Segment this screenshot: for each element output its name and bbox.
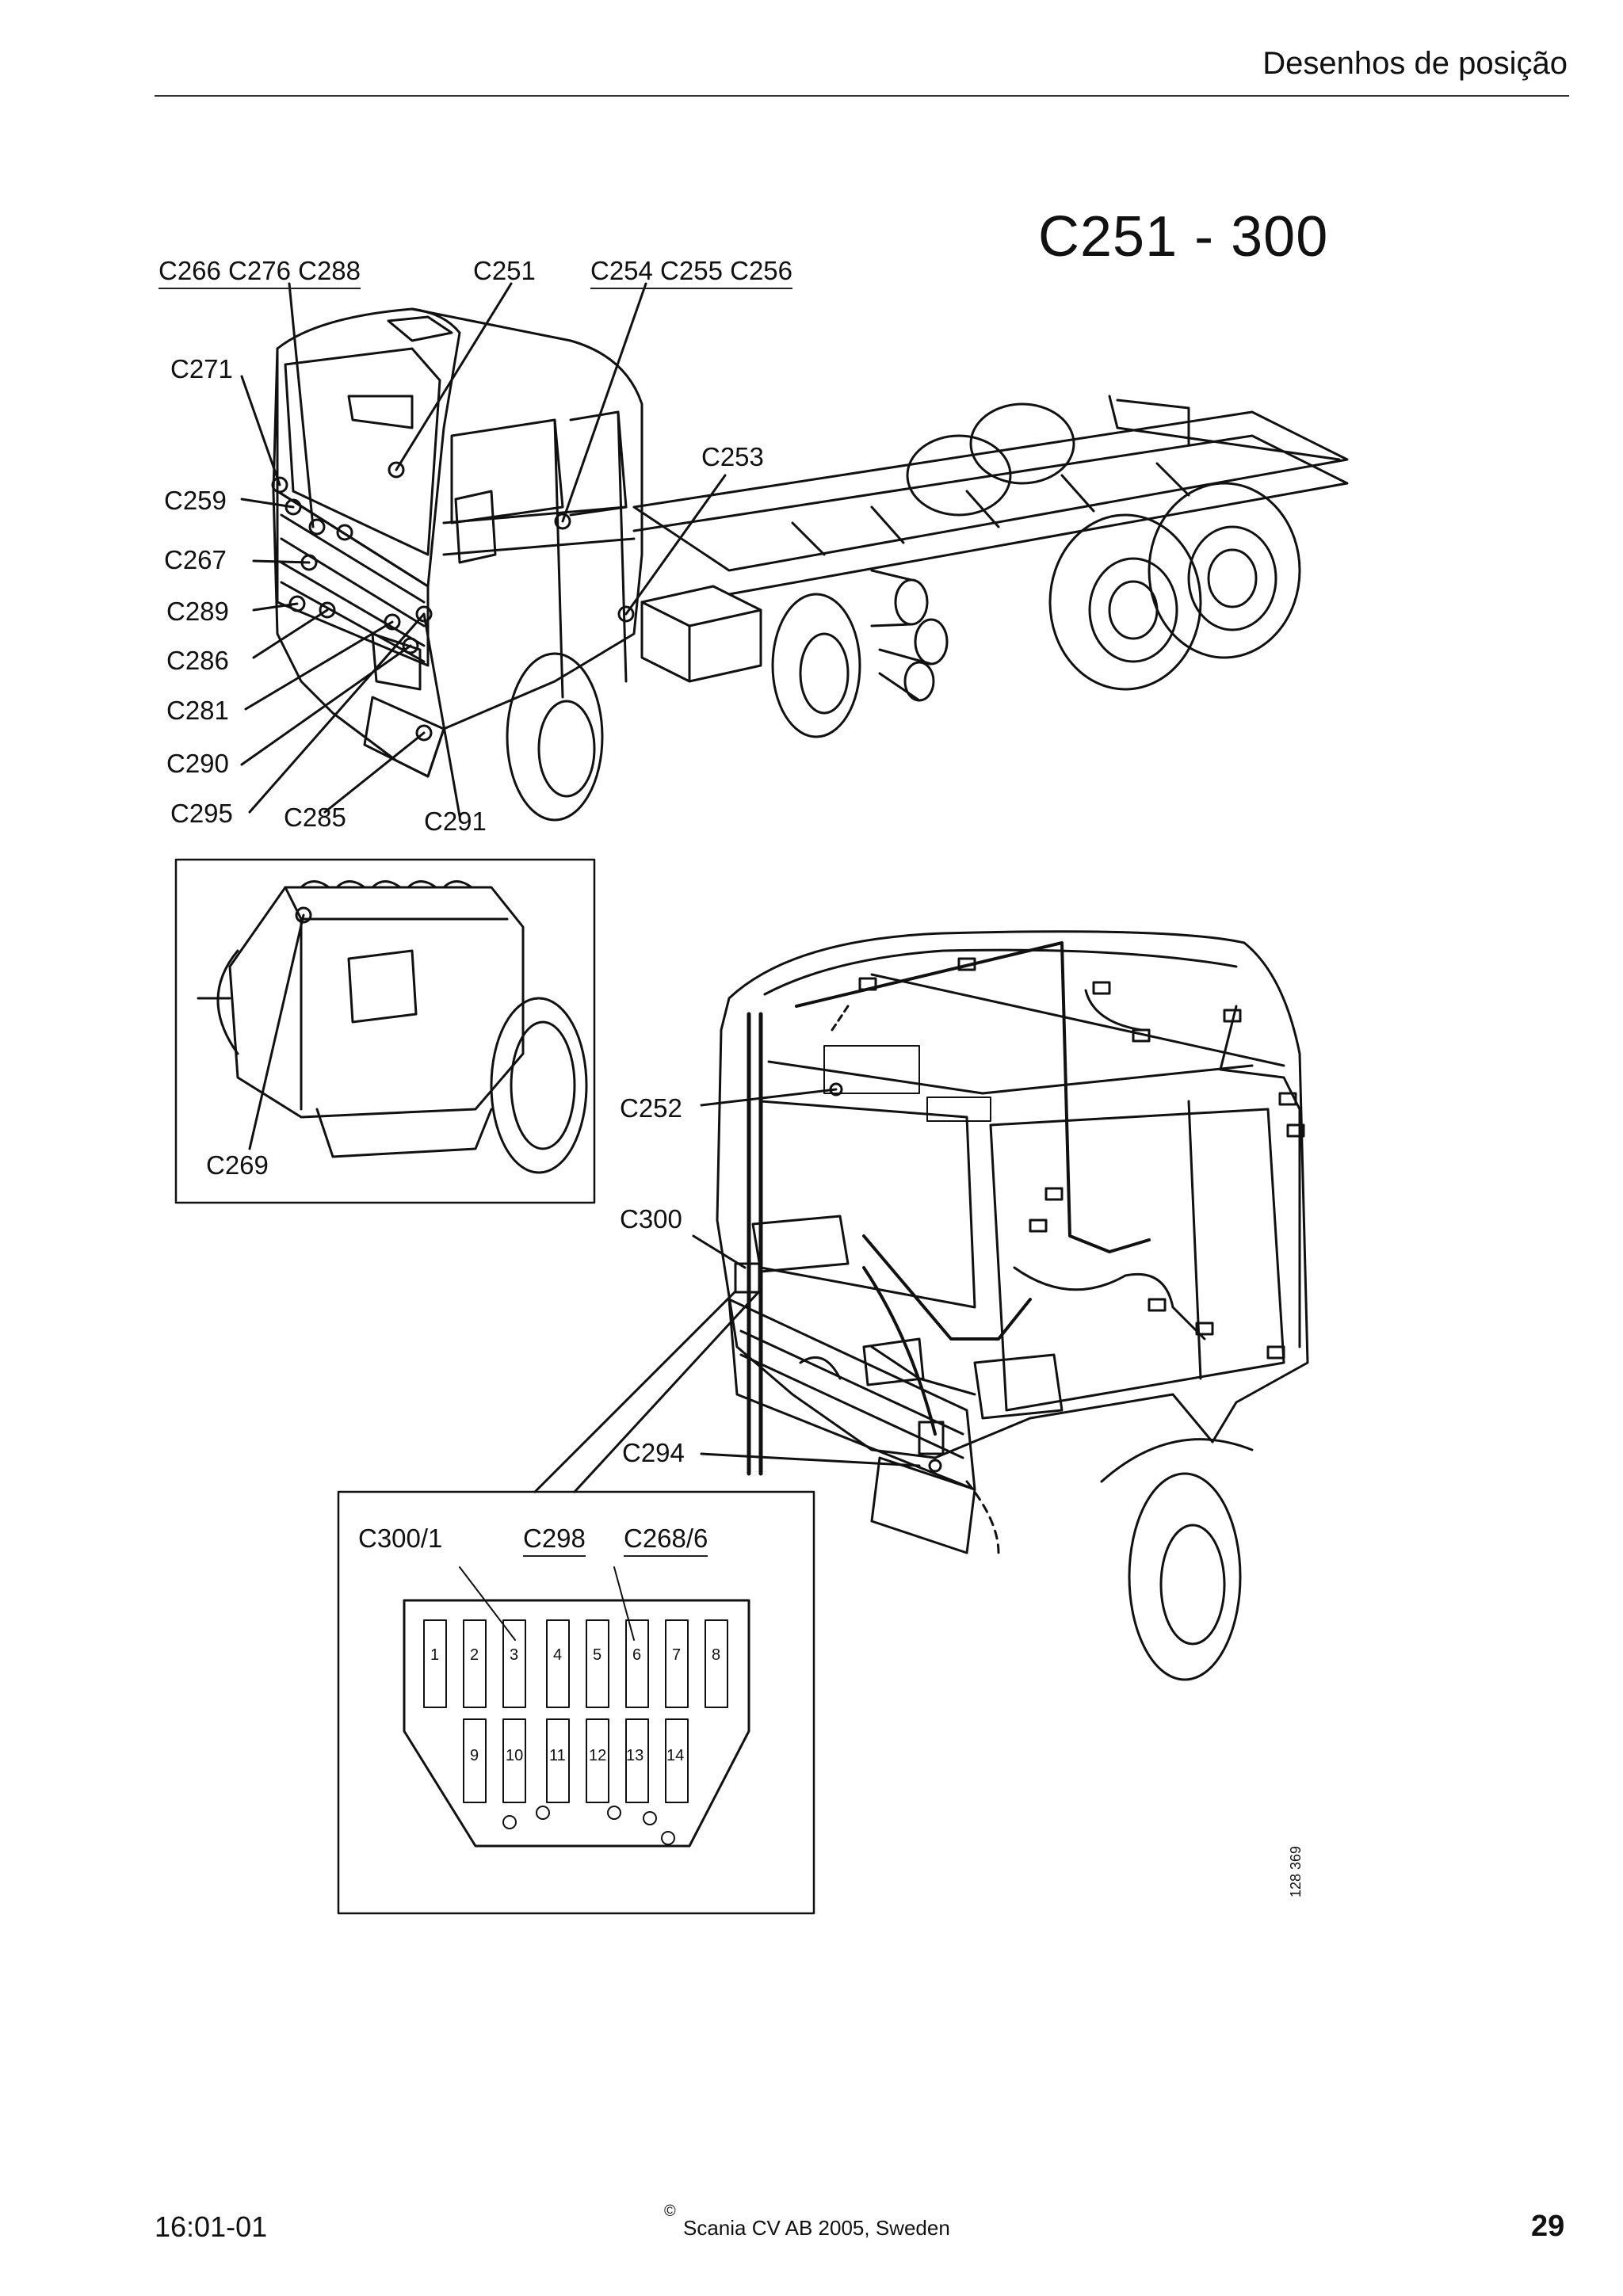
figure-title: C251 - 300: [1038, 205, 1329, 269]
pin-number: 8: [712, 1646, 721, 1664]
pin-number: 4: [553, 1646, 563, 1664]
pin-number: 13: [626, 1747, 644, 1764]
header-divider: [155, 95, 1569, 97]
label-c286: C286: [166, 646, 229, 675]
label-c252: C252: [620, 1093, 682, 1123]
label-c251: C251: [473, 256, 536, 285]
pin-number: 1: [430, 1646, 440, 1664]
section-title: Desenhos de posição: [1262, 46, 1568, 81]
label-c289: C289: [166, 597, 229, 626]
label-c294: C294: [622, 1438, 685, 1467]
label-c266-c276-c288: C266 C276 C288: [158, 256, 361, 289]
engine-inset: [174, 858, 596, 1204]
label-c295: C295: [170, 799, 233, 828]
label-c271: C271: [170, 354, 233, 383]
truck-drawing: [240, 282, 1349, 822]
cab-harness-drawing: [533, 930, 1309, 1681]
pin-number: 11: [549, 1747, 566, 1764]
label-c281: C281: [166, 696, 229, 725]
figure-reference-number: 128 369: [1288, 1845, 1304, 1897]
pin-number: 7: [672, 1646, 682, 1664]
connector-detail-drawing: [337, 1490, 815, 1915]
label-c285: C285: [284, 803, 346, 832]
label-c268-6: C268/6: [624, 1524, 708, 1557]
label-c298: C298: [523, 1524, 586, 1557]
label-c269: C269: [206, 1150, 269, 1180]
pin-number: 3: [510, 1646, 519, 1664]
label-c259: C259: [164, 486, 227, 515]
label-c300: C300: [620, 1204, 682, 1234]
pin-number: 14: [666, 1747, 685, 1764]
pin-number: 10: [506, 1747, 524, 1764]
label-c291: C291: [424, 807, 487, 836]
label-c300-1: C300/1: [358, 1524, 443, 1553]
label-c253: C253: [701, 442, 764, 471]
copyright-text: Scania CV AB 2005, Sweden: [683, 2216, 950, 2240]
document-code: 16:01-01: [155, 2210, 268, 2243]
label-c254-c255-c256: C254 C255 C256: [590, 256, 793, 289]
pin-number: 6: [632, 1646, 642, 1664]
label-c267: C267: [164, 545, 227, 574]
pin-number: 9: [470, 1747, 479, 1764]
pin-number: 12: [589, 1747, 607, 1764]
label-c290: C290: [166, 749, 229, 778]
pin-number: 5: [593, 1646, 602, 1664]
pin-number: 2: [470, 1646, 479, 1664]
page-number: 29: [1531, 2210, 1565, 2243]
copyright-symbol: ©: [664, 2203, 676, 2220]
